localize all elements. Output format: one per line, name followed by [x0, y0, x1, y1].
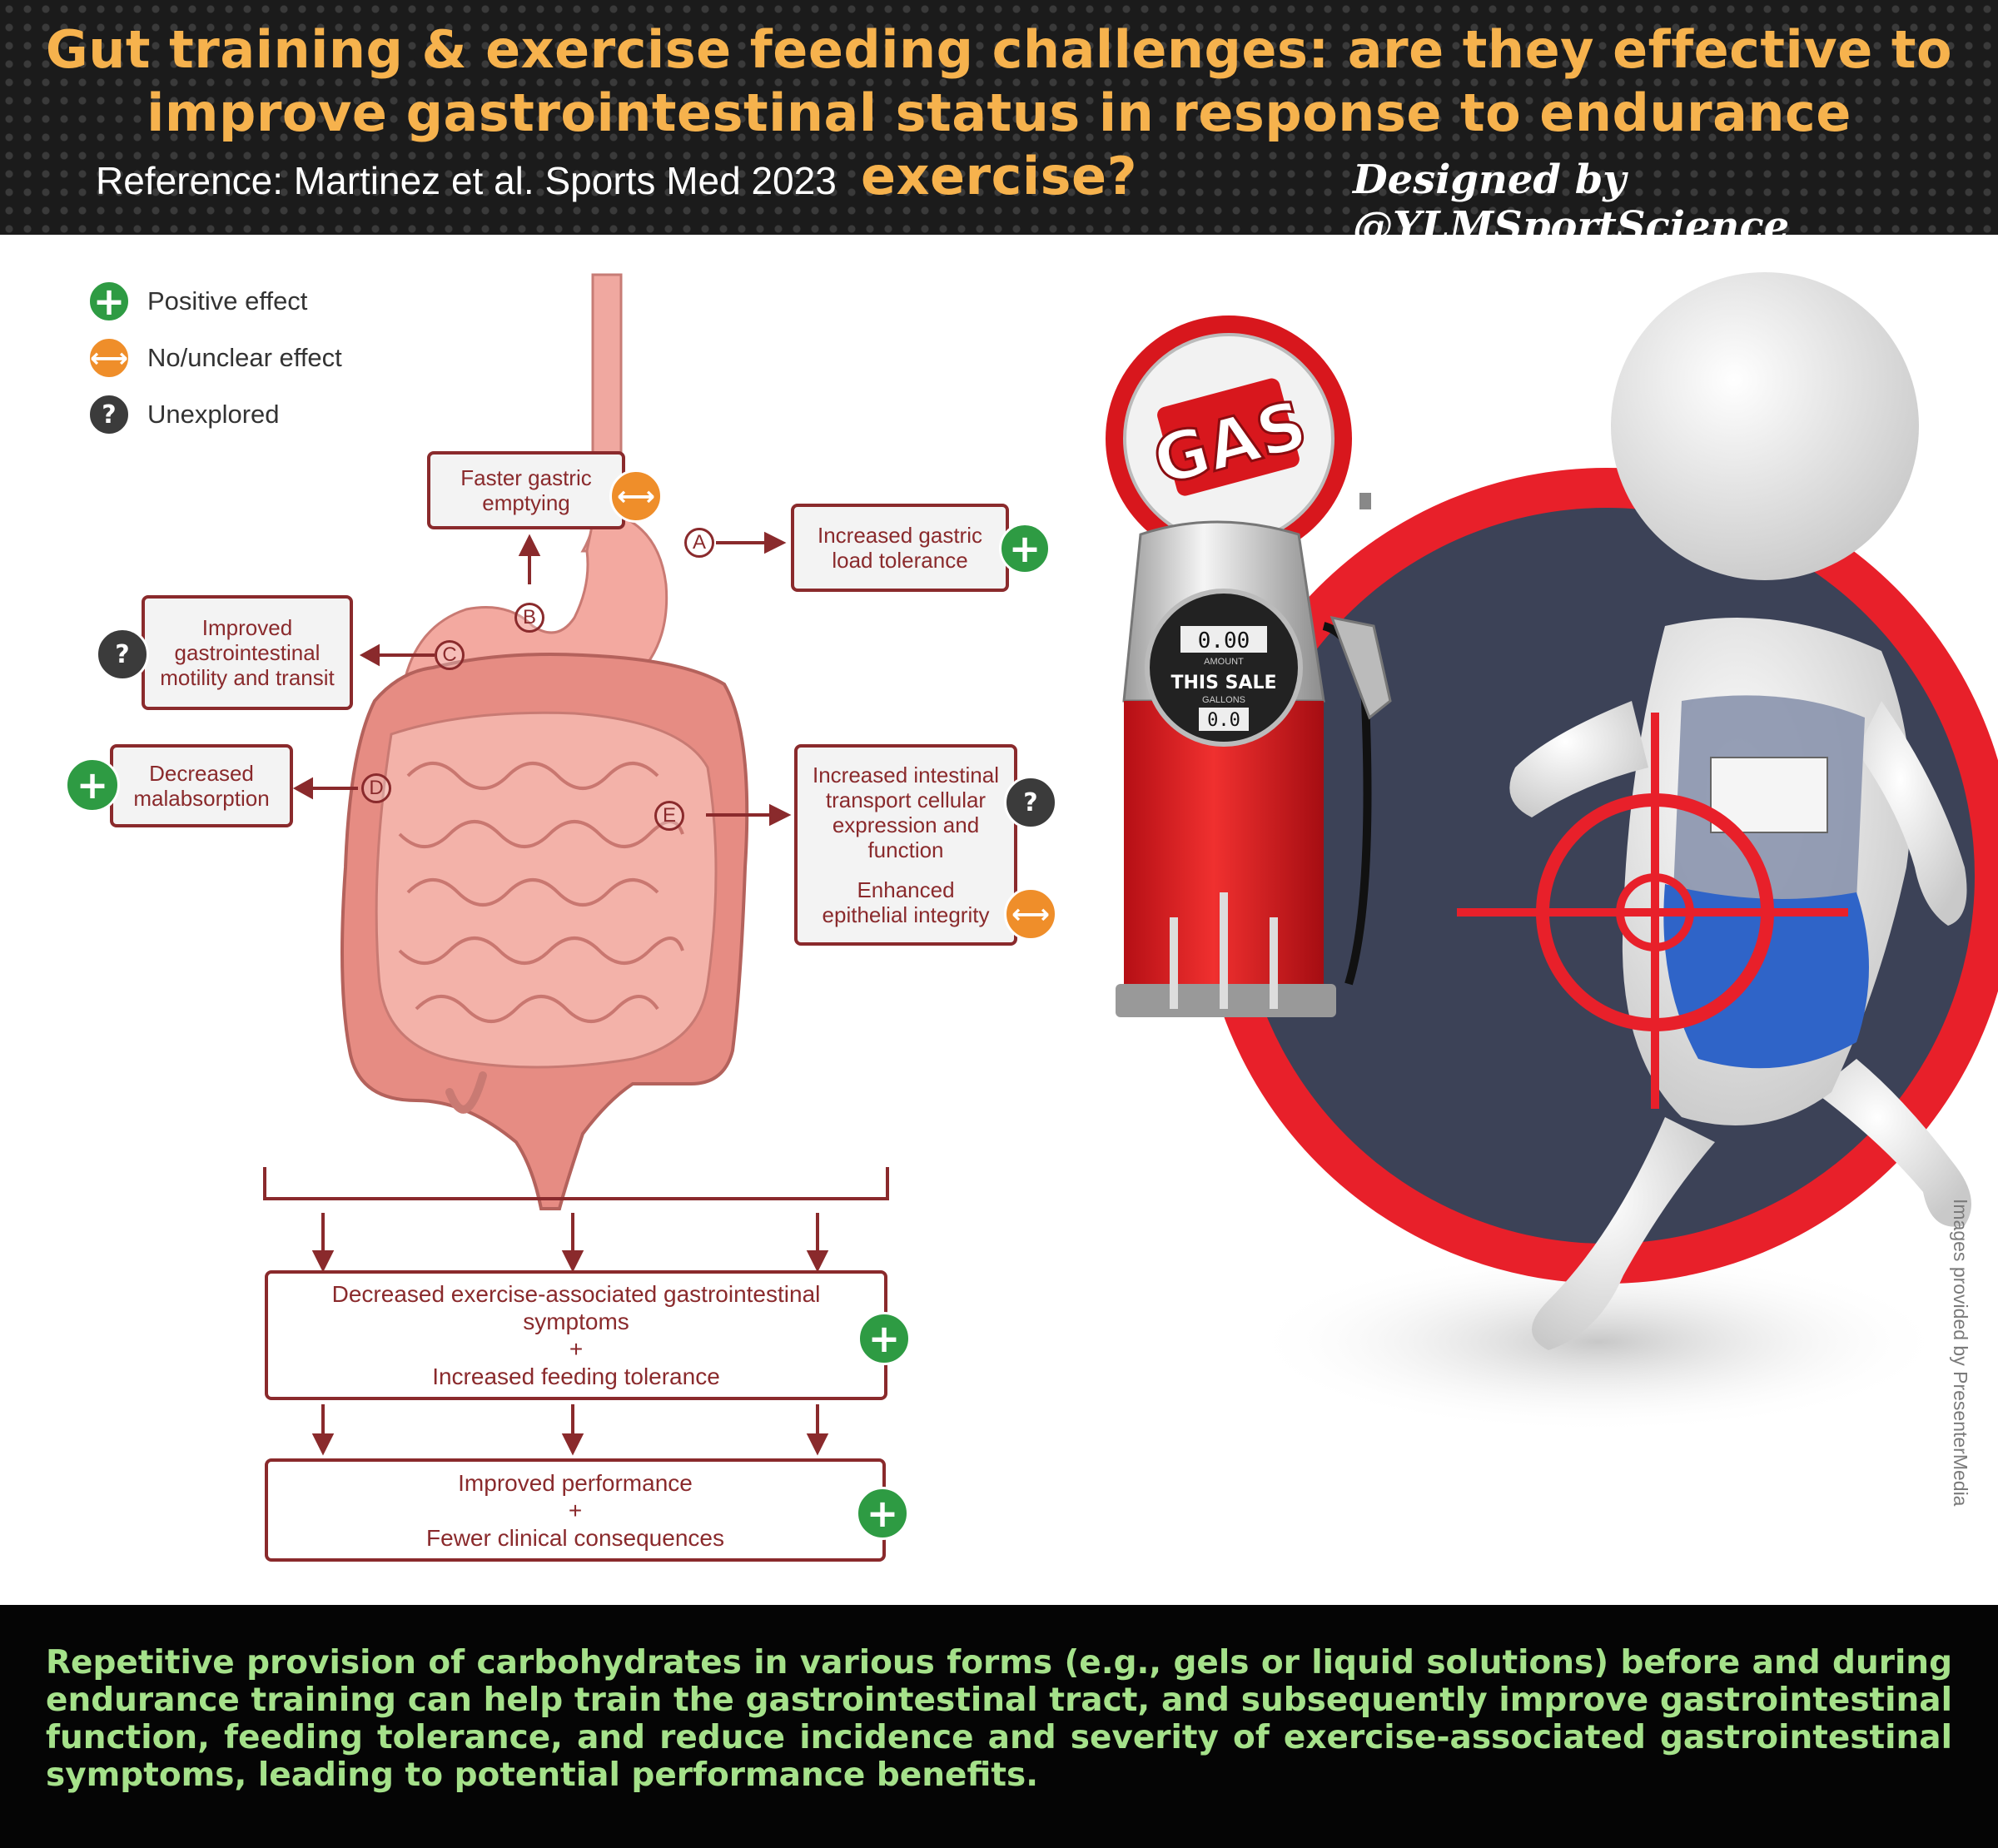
box-gastric-load-tolerance: Increased gastric load tolerance — [791, 504, 1009, 592]
reference-text: Reference: Martinez et al. Sports Med 20… — [96, 159, 837, 202]
pump-amount: 0.00 — [1198, 628, 1250, 653]
legend-neutral: ⟷ No/unclear effect — [87, 335, 342, 381]
box-transport-epithelial: Increased intestinal transport cellular … — [794, 744, 1017, 946]
box-motility-transit: Improved gastrointestinal motility and t… — [142, 595, 353, 710]
image-credit: Images provided by PresenterMedia — [1950, 1199, 1971, 1507]
double-arrow-icon: ⟷ — [87, 336, 131, 380]
pump-sale-label: THIS SALE — [1170, 673, 1276, 693]
box-performance: Improved performance + Fewer clinical co… — [265, 1458, 886, 1562]
marker-d: D — [361, 773, 391, 803]
question-icon: ? — [96, 628, 149, 681]
title-line-2: improve gastrointestinal status in respo… — [147, 82, 1851, 206]
header-banner: Gut training & exercise feeding challeng… — [0, 0, 1998, 250]
double-arrow-icon: ⟷ — [609, 469, 663, 523]
page-title: Gut training & exercise feeding challeng… — [0, 18, 1998, 208]
symptoms-line-2: symptoms — [523, 1309, 629, 1334]
pump-gallons: 0.0 — [1207, 710, 1240, 731]
gut-diagram: + Positive effect ⟷ No/unclear effect ? … — [0, 235, 1082, 1605]
designer-credit: Designed by @YLMSportScience — [1353, 156, 1790, 250]
symptoms-line-1: Decreased exercise-associated gastrointe… — [331, 1281, 821, 1307]
gas-pump: GAS 0.00 AMOUNT THIS SALE GALLONS 0.0 — [1106, 315, 1392, 1017]
epithelial-text: Enhanced epithelial integrity — [822, 877, 990, 927]
plus-icon: + — [65, 758, 120, 812]
small-intestine-shape — [375, 711, 718, 1069]
runner-figure — [1509, 272, 1971, 1350]
legend-positive: + Positive effect — [87, 278, 307, 325]
legend-unknown: ? Unexplored — [87, 391, 280, 438]
arrows — [263, 531, 889, 1456]
marker-e: E — [654, 801, 684, 831]
plus-icon: + — [857, 1312, 911, 1365]
box-gi-symptoms: Decreased exercise-associated gastrointe… — [265, 1270, 887, 1400]
marker-b: B — [514, 603, 544, 633]
plus-icon: + — [87, 280, 131, 323]
performance-line-1: Improved performance — [458, 1469, 693, 1496]
marker-a: A — [684, 528, 714, 558]
question-icon: ? — [1004, 776, 1057, 829]
symptoms-plus: + — [569, 1336, 584, 1362]
double-arrow-icon: ⟷ — [1004, 887, 1057, 941]
runner-gas-pump-illustration: GAS 0.00 AMOUNT THIS SALE GALLONS 0.0 — [1106, 272, 1998, 1433]
legend-label: No/unclear effect — [147, 343, 342, 372]
plus-icon: + — [999, 523, 1051, 574]
intestine-folds — [398, 762, 684, 1023]
question-icon: ? — [87, 393, 131, 436]
performance-line-2: Fewer clinical consequences — [426, 1524, 724, 1551]
transport-text: Increased intestinal transport cellular … — [812, 763, 1000, 862]
ground-shadow — [1249, 1250, 1948, 1433]
pump-amount-label: AMOUNT — [1204, 657, 1244, 667]
performance-plus: + — [568, 1497, 583, 1523]
box-decreased-malabsorption: Decreased malabsorption — [110, 744, 293, 827]
digestive-tract-illustration — [263, 273, 889, 1456]
appendix-shape — [445, 1071, 487, 1114]
marker-c: C — [435, 640, 465, 670]
legend-label: Unexplored — [147, 400, 280, 429]
pump-gallons-label: GALLONS — [1202, 695, 1245, 705]
title-line-1: Gut training & exercise feeding challeng… — [45, 19, 1953, 80]
symptoms-line-3: Increased feeding tolerance — [432, 1364, 720, 1389]
footer-banner — [0, 1605, 1998, 1848]
legend-label: Positive effect — [147, 286, 308, 315]
plus-icon: + — [856, 1487, 909, 1540]
crosshair — [1457, 713, 1848, 1109]
box-faster-gastric-emptying: Faster gastric emptying — [427, 451, 625, 529]
summary-text: Repetitive provision of carbohydrates in… — [46, 1644, 1952, 1794]
